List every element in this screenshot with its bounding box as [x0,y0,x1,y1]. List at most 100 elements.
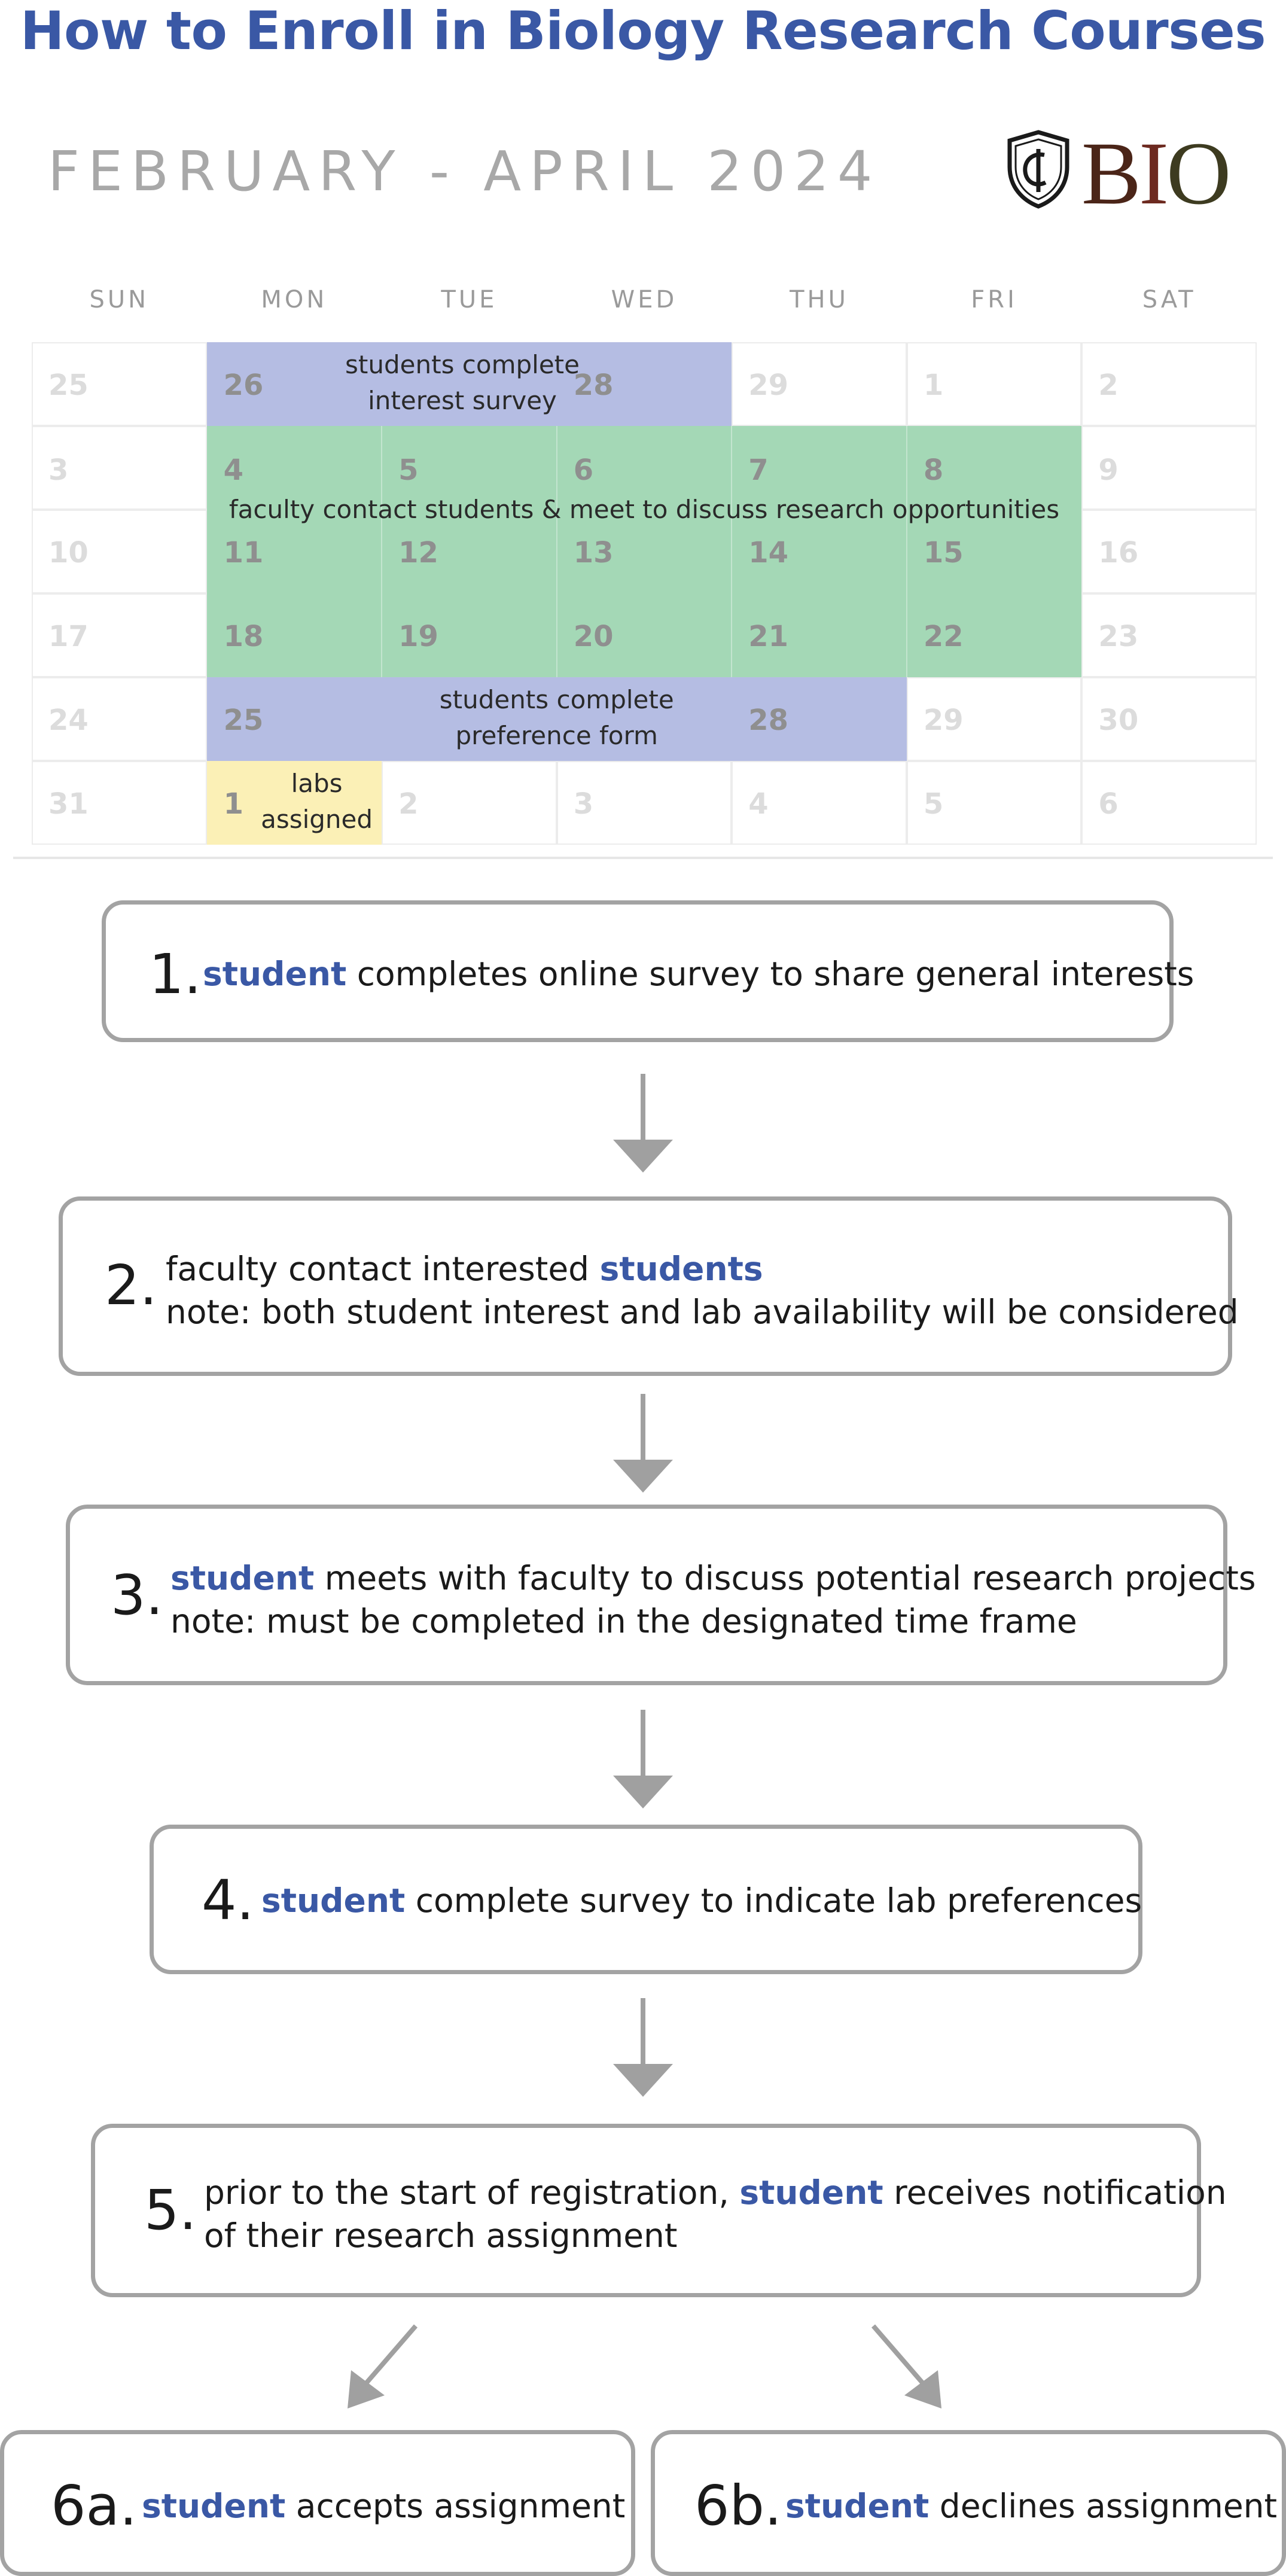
divider [13,857,1273,859]
step-line: student meets with faculty to discuss po… [170,1559,1256,1597]
step-line: student accepts assignment [142,2487,626,2525]
arrow-down-icon [613,1074,673,1173]
step-2-box: 2. faculty contact interested students n… [59,1196,1239,1376]
calendar-cell [32,677,207,761]
seal-icon [1007,130,1069,209]
day-number: 31 [48,787,89,821]
student-keyword: student [785,2487,930,2525]
day-number: 1 [923,369,944,402]
step-text: faculty contact interested students note… [166,1247,1239,1333]
step-line: student declines assignment [785,2487,1278,2525]
day-number: 11 [223,536,264,570]
page-title: How to Enroll in Biology Research Course… [20,0,1266,62]
day-number: 13 [573,536,614,570]
step-text: student meets with faculty to discuss po… [170,1557,1256,1643]
calendar-cell [906,761,1082,845]
arrow-down-right-icon [871,2324,941,2408]
step-number: 2. [105,1253,157,1317]
step-6b-box: 6b. student declines assignment [651,2430,1286,2576]
day-number: 3 [573,787,594,821]
step-4-box: 4. student complete survey to indicate l… [150,1825,1142,1974]
weekday-label: SUN [89,286,150,313]
day-number: 25 [223,704,264,737]
arrow-down-icon [613,1710,673,1808]
calendar-cell [1081,677,1257,761]
day-number: 6 [573,453,594,487]
calendar-cell [382,761,557,845]
calendar-cell [32,593,207,677]
weekday-label: TUE [441,286,498,313]
event-line: faculty contact students & meet to discu… [228,495,1060,524]
calendar-cell [906,677,1082,761]
calendar-cell [1081,593,1257,677]
student-keyword: student [203,955,347,993]
preference-form-band [206,677,907,761]
day-number: 22 [923,620,964,653]
day-number: 7 [748,453,769,487]
calendar-cell [32,342,207,426]
event-line: students complete [439,685,674,714]
day-number: 10 [48,536,89,570]
day-number: 2 [398,787,419,821]
calendar-cell [32,761,207,845]
day-number: 24 [48,704,89,737]
day-number: 4 [748,787,769,821]
weekday-label: THU [790,286,849,313]
student-keyword: student [170,1559,315,1597]
calendar-cell [732,342,907,426]
weekday-label: FRI [971,286,1017,313]
calendar-cell [732,761,907,845]
weekday-label: SAT [1142,286,1196,313]
student-keyword: student [142,2487,286,2525]
band-divider [906,426,907,677]
event-line: assigned [261,805,373,834]
day-number: 18 [223,620,264,653]
weekday-label: MON [261,286,328,313]
day-number: 26 [223,369,264,402]
bio-logo: BIO [1005,124,1244,223]
step-text: student declines assignment [785,2484,1277,2528]
step-line: prior to the start of registration, stud… [204,2173,1227,2212]
arrow-down-left-icon [348,2324,418,2408]
step-5-box: 5. prior to the start of registration, s… [91,2124,1227,2297]
day-number: 25 [48,369,89,402]
day-number: 1 [223,787,243,821]
student-keyword: student [739,2173,883,2212]
day-number: 12 [398,536,438,570]
faculty-meetings-label: faculty contact students & meet to discu… [207,492,1082,528]
calendar-cell [906,342,1082,426]
labs-assigned-band [206,761,382,845]
day-number: 28 [573,369,614,402]
band-divider [381,426,383,677]
student-keyword: student [261,1881,406,1920]
weekday-label: WED [611,286,678,313]
day-number: 15 [923,536,964,570]
day-number: 5 [923,787,944,821]
day-number: 17 [48,620,89,653]
day-number: 9 [1098,453,1119,487]
logo-text: BIO [1081,124,1231,223]
event-line: preference form [455,721,658,750]
day-number: 20 [573,620,614,653]
step-text: student accepts assignment [142,2484,625,2528]
day-number: 29 [923,704,964,737]
day-number: 5 [398,453,419,487]
step-3-box: 3. student meets with faculty to discuss… [66,1505,1256,1685]
arrow-down-icon [613,1394,673,1493]
faculty-meetings-band [206,426,1082,677]
calendar-cell [32,426,207,510]
event-line: interest survey [368,386,557,415]
step-6a-box: 6a. student accepts assignment [0,2430,635,2576]
day-number: 21 [748,620,789,653]
day-number: 14 [748,536,789,570]
step-text: student complete survey to indicate lab … [261,1879,1142,1922]
interest-survey-band [206,342,732,426]
day-number: 8 [923,453,944,487]
band-divider [556,426,557,677]
band-divider [731,426,733,677]
step-1-box: 1. student completes online survey to sh… [102,900,1194,1042]
step-number: 5. [144,2178,197,2242]
date-range: FEBRUARY - APRIL 2024 [48,139,881,203]
